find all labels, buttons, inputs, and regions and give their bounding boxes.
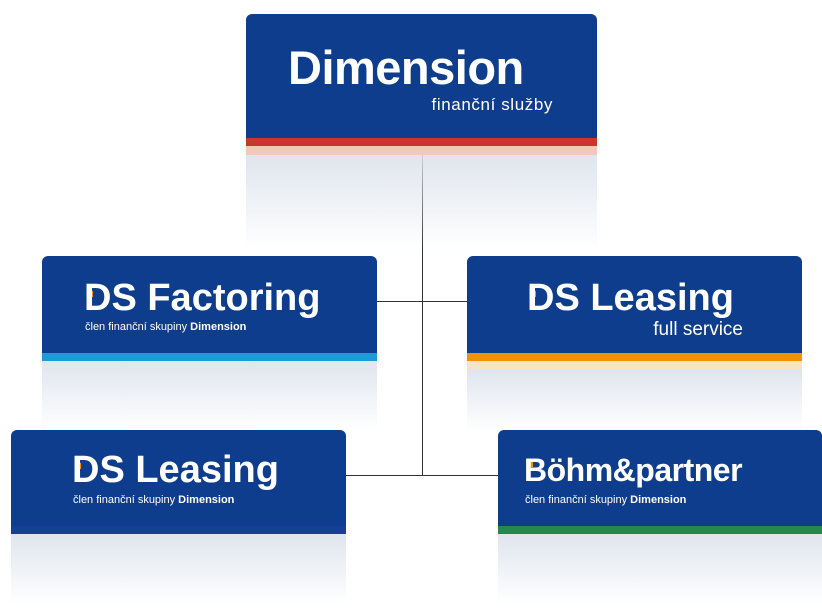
logo-dot-icon [530, 291, 536, 297]
dimension-reflection [246, 155, 597, 250]
logo-dot-icon [527, 461, 533, 467]
ds-factoring-logo: DS Factoring [84, 277, 321, 319]
ds-factoring-card: DS Factoring člen finanční skupiny Dimen… [42, 256, 377, 431]
ds-leasing-fullservice-card: DS Leasing full service [467, 256, 802, 431]
bohm-partner-accent-stripe [498, 526, 822, 534]
ds-leasing-fullservice-accent-stripe [467, 353, 802, 361]
subtitle-prefix: člen finanční skupiny [73, 494, 179, 506]
ds-factoring-reflection [42, 361, 377, 431]
ds-leasing-fullservice-logo: DS Leasing [527, 277, 734, 319]
bohm-partner-subtitle: člen finanční skupiny Dimension [525, 494, 686, 506]
ds-leasing-fullservice-tagline: full service [653, 319, 743, 340]
ds-leasing-subtitle: člen finanční skupiny Dimension [73, 494, 234, 506]
dimension-accent-light [246, 146, 597, 155]
connector-branch-lower [346, 475, 498, 476]
ds-leasing-fullservice-reflection [467, 369, 802, 431]
logo-dot-icon [87, 291, 93, 297]
dimension-accent-stripe [246, 138, 597, 146]
subtitle-prefix: člen finanční skupiny [525, 494, 631, 506]
ds-leasing-logo: DS Leasing [72, 449, 279, 491]
ds-factoring-accent-stripe [42, 353, 377, 361]
ds-leasing-accent-stripe [11, 526, 346, 534]
dimension-logo: Dimension [288, 41, 524, 94]
bohm-partner-reflection [498, 534, 822, 604]
ds-leasing-reflection [11, 534, 346, 604]
ds-leasing-card: DS Leasing člen finanční skupiny Dimensi… [11, 430, 346, 604]
connector-branch-upper [377, 301, 467, 302]
ds-leasing-fullservice-accent-light [467, 361, 802, 369]
subtitle-prefix: člen finanční skupiny [85, 321, 191, 333]
bohm-partner-card: Böhm&partner člen finanční skupiny Dimen… [498, 430, 822, 604]
ds-factoring-subtitle: člen finanční skupiny Dimension [85, 321, 246, 333]
subtitle-brand: Dimension [190, 321, 247, 333]
connector-trunk [422, 145, 423, 476]
bohm-partner-logo: Böhm&partner [524, 452, 743, 488]
dimension-card: Dimension finanční služby [246, 14, 597, 250]
subtitle-brand: Dimension [630, 494, 687, 506]
dimension-tagline: finanční služby [431, 95, 553, 114]
subtitle-brand: Dimension [178, 494, 235, 506]
logo-dot-icon [291, 54, 297, 60]
logo-dot-icon [75, 463, 81, 469]
